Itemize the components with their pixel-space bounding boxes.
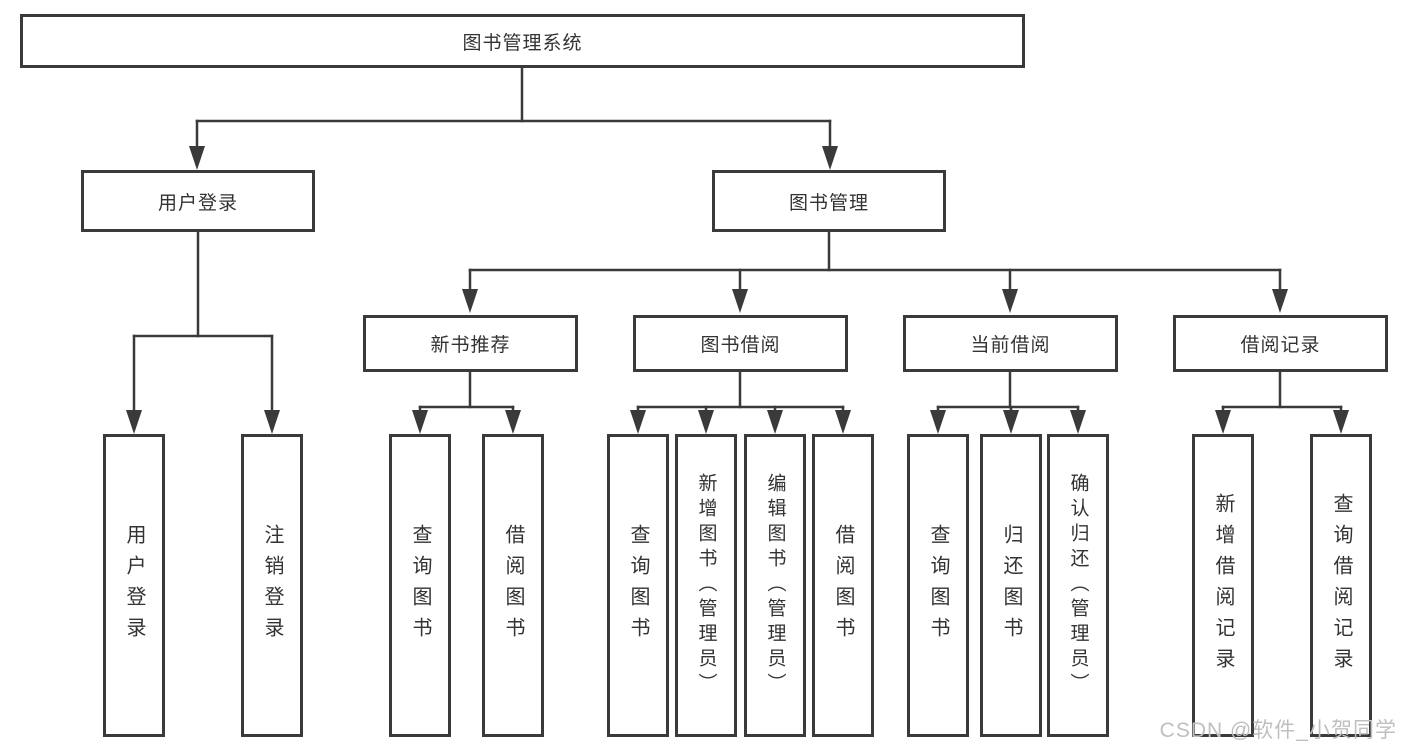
node-new-book-recommend: 新书推荐	[363, 315, 578, 372]
node-user-login: 用户登录	[81, 170, 315, 232]
leaf-query-books-1: 查询图书	[389, 434, 451, 737]
leaf-borrow-books-2: 借阅图书	[812, 434, 874, 737]
leaf-add-borrow-record: 新增借阅记录	[1192, 434, 1254, 737]
leaf-edit-books-admin: 编辑图书（管理员）	[744, 434, 806, 737]
node-label: 确认归还（管理员）	[1067, 473, 1089, 698]
node-label: 新书推荐	[430, 335, 511, 356]
node-label: 当前借阅	[970, 335, 1051, 356]
node-root-book-management-system: 图书管理系统	[20, 14, 1025, 68]
leaf-query-books-2: 查询图书	[607, 434, 669, 737]
node-label: 图书管理系统	[462, 32, 583, 54]
node-label: 查询图书	[627, 523, 649, 648]
leaf-add-books-admin: 新增图书（管理员）	[675, 434, 737, 737]
node-label: 用户登录	[123, 523, 145, 648]
node-label: 借阅图书	[832, 523, 854, 648]
node-label: 归还图书	[1000, 523, 1022, 648]
node-label: 借阅图书	[502, 523, 524, 648]
node-label: 新增图书（管理员）	[695, 473, 717, 698]
node-label: 查询借阅记录	[1330, 492, 1352, 679]
node-label: 图书管理	[788, 192, 869, 214]
node-label: 借阅记录	[1240, 335, 1321, 356]
node-label: 图书借阅	[700, 335, 781, 356]
leaf-confirm-return-admin: 确认归还（管理员）	[1047, 434, 1109, 737]
leaf-query-borrow-record: 查询借阅记录	[1310, 434, 1372, 737]
node-label: 用户登录	[157, 192, 238, 214]
leaf-user-login: 用户登录	[103, 434, 165, 737]
leaf-return-books: 归还图书	[980, 434, 1042, 737]
leaf-logout: 注销登录	[241, 434, 303, 737]
node-label: 查询图书	[927, 523, 949, 648]
node-label: 新增借阅记录	[1212, 492, 1234, 679]
node-book-borrow: 图书借阅	[633, 315, 848, 372]
leaf-borrow-books-1: 借阅图书	[482, 434, 544, 737]
node-label: 编辑图书（管理员）	[764, 473, 786, 698]
node-current-borrow: 当前借阅	[903, 315, 1118, 372]
leaf-query-books-3: 查询图书	[907, 434, 969, 737]
node-label: 注销登录	[261, 523, 283, 648]
node-borrow-records: 借阅记录	[1173, 315, 1388, 372]
node-book-management: 图书管理	[712, 170, 946, 232]
node-label: 查询图书	[409, 523, 431, 648]
